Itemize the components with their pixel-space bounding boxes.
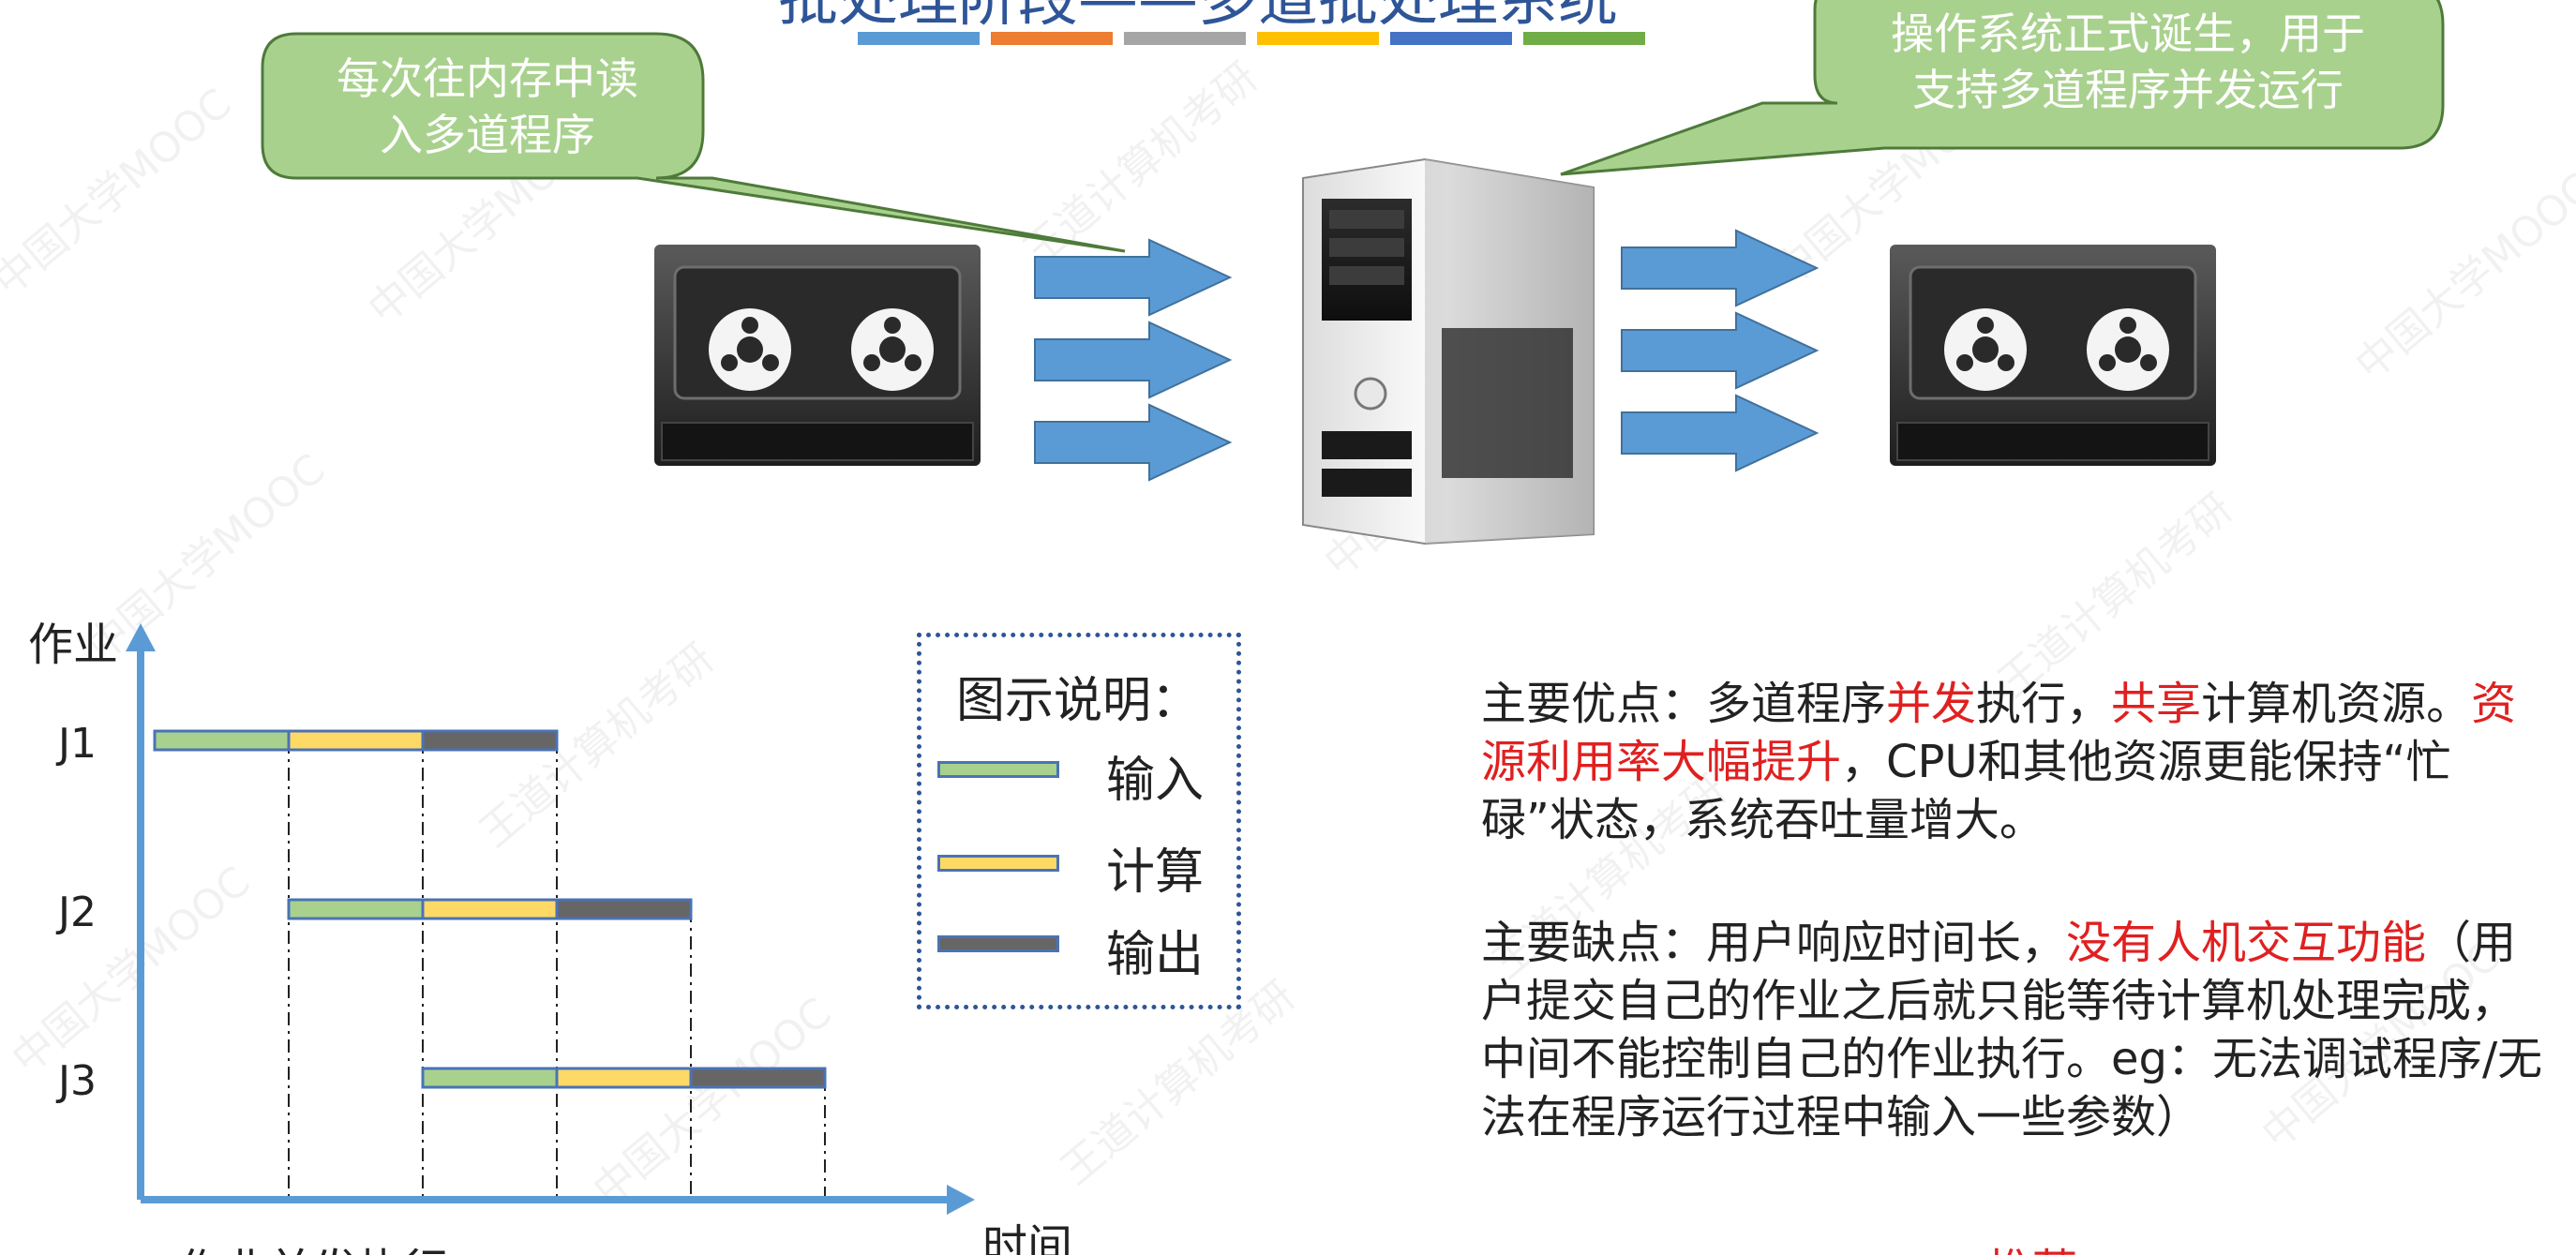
arrow-right-icon: [1621, 394, 1820, 472]
input-arrows: [1034, 238, 1233, 482]
title-bar-gray: [1124, 32, 1246, 45]
arrow-right-icon: [1621, 229, 1820, 307]
server-tower-icon: [1302, 157, 1595, 545]
gantt-bar-j1: [153, 729, 291, 752]
arrow-right-icon: [1621, 311, 1820, 390]
bottom-caption-left: 作业并发执行: [178, 1233, 448, 1255]
legend-label-input: 输入: [1106, 753, 1205, 809]
advantages-text: 主要优点：多道程序: [1481, 678, 1887, 730]
job-label-j1: J1: [58, 720, 97, 768]
y-axis-arrow-icon: [126, 623, 156, 651]
callout-right-bubble: [1560, 0, 2445, 176]
legend-label-output: 输出: [1106, 927, 1205, 983]
arrow-right-icon: [1034, 238, 1233, 317]
x-axis-arrow-icon: [947, 1185, 975, 1215]
legend-swatch-input: [937, 761, 1059, 778]
gantt-bar-j1: [287, 729, 425, 752]
callout-shapes: [261, 0, 2445, 253]
advantages-text: 计算机资源。: [2201, 678, 2472, 730]
y-axis-label: 作业: [28, 619, 119, 671]
legend-swatch-compute: [937, 855, 1059, 872]
title-bar-darkblue: [1390, 32, 1512, 45]
job-label-j3: J3: [58, 1057, 97, 1105]
tape-drive-icon: [1890, 245, 2216, 466]
title-bar-yellow: [1257, 32, 1379, 45]
gantt-bar-j1: [421, 729, 559, 752]
bottom-caption-right: 推荐: [1987, 1233, 2077, 1255]
arrow-right-icon: [1034, 403, 1233, 482]
disadvantages-highlight-no-interaction: 没有人机交互功能: [2066, 917, 2427, 969]
gantt-bar-j3: [555, 1067, 693, 1089]
advantages-paragraph: 主要优点：多道程序并发执行，共享计算机资源。资源利用率大幅提升，CPU和其他资源…: [1481, 675, 2550, 849]
advantages-highlight-share: 共享: [2111, 678, 2202, 730]
advantages-highlight-utilization: 资源利用率大幅提升: [1481, 678, 2517, 788]
gantt-bar-j2: [555, 898, 693, 920]
gantt-guide-lines: [288, 740, 826, 1200]
gantt-bar-j3: [421, 1067, 559, 1089]
title-bar-blue: [858, 32, 980, 45]
callout-left-bubble: [261, 32, 1126, 253]
legend-title: 图示说明：: [956, 673, 1201, 729]
legend-swatch-output: [937, 935, 1059, 952]
callout-right-text: 操作系统正式诞生，用于 支持多道程序并发运行: [1891, 8, 2365, 115]
advantages-text: 执行，: [1976, 678, 2112, 730]
arrow-right-icon: [1034, 321, 1233, 399]
legend-box: [917, 633, 1241, 1009]
callout-left-text: 每次往内存中读 入多道程序: [337, 53, 638, 160]
disadvantages-text: （用户提交自己的作业之后就只能等待计算机处理完成，中间不能控制自己的作业执行。e…: [1481, 917, 2543, 1143]
gantt-bar-j2: [421, 898, 559, 920]
title-bar-orange: [991, 32, 1113, 45]
gantt-axes: [126, 623, 975, 1215]
x-axis-label: 时间: [982, 1220, 1073, 1255]
disadvantages-paragraph: 主要缺点：用户响应时间长，没有人机交互功能（用户提交自己的作业之后就只能等待计算…: [1481, 914, 2550, 1146]
job-label-j2: J2: [58, 889, 97, 936]
legend-label-compute: 计算: [1106, 844, 1205, 901]
title-bar-green: [1523, 32, 1645, 45]
output-arrows: [1621, 229, 1820, 472]
gantt-bar-j2: [287, 898, 425, 920]
advantages-text: ，CPU和其他资源更能保持“忙碌”状态，系统吞吐量增大。: [1481, 736, 2451, 846]
advantages-highlight-concurrent: 并发: [1886, 678, 1977, 730]
gantt-bar-j3: [689, 1067, 827, 1089]
tape-drive-icon: [654, 245, 981, 466]
disadvantages-text: 主要缺点：用户响应时间长，: [1481, 917, 2067, 969]
gantt-chart: [126, 623, 975, 1215]
gantt-bars: [153, 729, 827, 1089]
slide-title: 批处理阶段——多道批处理系统: [778, 0, 1618, 35]
